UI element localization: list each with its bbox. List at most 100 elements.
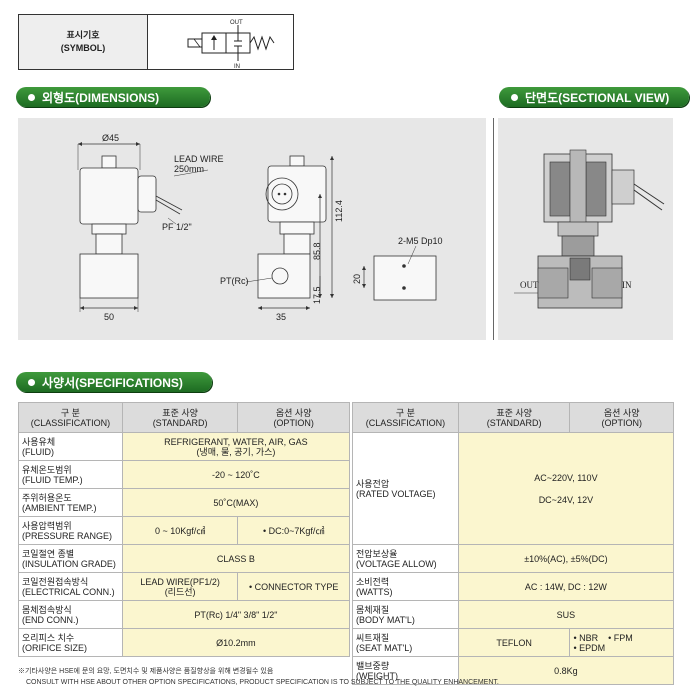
fluid-temp-label-ko: 유체온도범위 xyxy=(22,464,72,475)
footnote-en: CONSULT WITH HSE ABOUT OTHER OPTION SPEC… xyxy=(26,679,499,686)
insulation-label-en: (INSULATION GRADE) xyxy=(22,558,116,569)
orifice-label-ko: 오리피스 치수 xyxy=(22,632,75,643)
voltage-label-en: (RATED VOLTAGE) xyxy=(356,488,436,499)
end-conn-label-ko: 몸체접속방식 xyxy=(22,604,72,615)
sectional-in-label: IN xyxy=(622,280,632,290)
header-opt-ko: 옵션 사양 xyxy=(603,407,640,418)
dim-w35: 35 xyxy=(276,312,287,322)
header-class-ko: 구 분 xyxy=(395,407,415,418)
electrical-label-en: (ELECTRICAL CONN.) xyxy=(22,586,115,597)
voltage-allow-value: ±10%(AC), ±5%(DC) xyxy=(457,544,675,573)
header-std-en: (STANDARD) xyxy=(152,417,208,428)
valve-symbol-diagram: OUT IN xyxy=(187,20,275,69)
dim-h20: 20 xyxy=(352,273,362,284)
dim-pt: PT(Rc) xyxy=(220,276,249,286)
body-mat-label-ko: 몸체재질 xyxy=(356,604,390,615)
header-option: 옵션 사양 (OPTION) xyxy=(237,402,350,433)
ambient-temp-value: 50˚C(MAX) xyxy=(121,488,351,517)
header-opt-ko: 옵션 사양 xyxy=(275,407,312,418)
watts-label-en: (WATTS) xyxy=(356,586,393,597)
orifice-value: Ø10.2mm xyxy=(121,628,351,657)
header-std-ko: 표준 사양 xyxy=(162,407,198,418)
header-std-ko: 표준 사양 xyxy=(496,407,532,418)
header-opt-en: (OPTION) xyxy=(273,417,314,428)
fluid-temp-label-en: (FLUID TEMP.) xyxy=(22,474,83,485)
voltage-label-ko: 사용전압 xyxy=(356,478,390,489)
electrical-option: • CONNECTOR TYPE xyxy=(237,572,350,601)
body-mat-value: SUS xyxy=(457,600,675,629)
orifice-label-en: (ORIFICE SIZE) xyxy=(22,642,87,653)
sectional-drawing xyxy=(514,149,665,309)
pressure-option: • DC:0~7Kgf/㎠ xyxy=(237,516,350,545)
spec-table-left: 구 분 (CLASSIFICATION) 표준 사양 (STANDARD) 옵션… xyxy=(18,402,351,657)
dimensions-title-pill: 외형도(DIMENSIONS) xyxy=(16,87,210,107)
bullet-icon xyxy=(28,93,35,101)
dimensions-panel: Ø45 LEAD WIRE 250mm PF 1/2" 50 PT(Rc) 35… xyxy=(18,118,486,340)
seat-option-nbr: • NBR xyxy=(573,632,599,643)
watts-label-ko: 소비전력 xyxy=(356,576,390,587)
dim-h112: 112.4 xyxy=(334,200,344,222)
electrical-standard: LEAD WIRE(PF1/2) xyxy=(140,576,220,587)
header-class-en: (CLASSIFICATION) xyxy=(365,417,446,428)
header-opt-en: (OPTION) xyxy=(601,417,642,428)
table-row: 전압보상율(VOLTAGE ALLOW) ±10%(AC), ±5%(DC) xyxy=(352,544,675,573)
insulation-label-ko: 코일절연 종별 xyxy=(22,548,75,559)
table-row: 코일전원접속방식(ELECTRICAL CONN.) LEAD WIRE(PF1… xyxy=(18,572,350,601)
table-row: 주위허용온도(AMBIENT TEMP.) 50˚C(MAX) xyxy=(18,488,351,517)
dimensions-drawing xyxy=(77,142,437,312)
table-row: 밸브중량(WEIGHT) 0.8Kg xyxy=(352,656,675,685)
symbol-out-label: OUT xyxy=(230,20,243,26)
fluid-label-en: (FLUID) xyxy=(22,446,54,457)
ambient-temp-label-ko: 주위허용온도 xyxy=(22,492,72,503)
header-std-en: (STANDARD) xyxy=(486,417,542,428)
sectional-panel: OUT IN xyxy=(498,118,673,340)
header-classification: 구 분 (CLASSIFICATION) xyxy=(18,402,123,433)
header-classification: 구 분 (CLASSIFICATION) xyxy=(352,402,459,433)
fluid-temp-value: -20 ~ 120˚C xyxy=(121,460,351,489)
voltage-ac-value: AC~220V, 110V xyxy=(534,472,598,483)
weight-label-ko: 밸브중량 xyxy=(356,660,390,671)
table-row: 유체온도범위(FLUID TEMP.) -20 ~ 120˚C xyxy=(18,460,351,489)
table-row: 소비전력(WATTS) AC : 14W, DC : 12W xyxy=(352,572,675,601)
table-row: 몸체접속방식(END CONN.) PT(Rc) 1/4" 3/8" 1/2" xyxy=(18,600,351,629)
table-row: 사용유체(FLUID) REFRIGERANT, WATER, AIR, GAS… xyxy=(18,432,351,461)
table-row: 몸체재질(BODY MAT'L) SUS xyxy=(352,600,675,629)
fluid-label-ko: 사용유체 xyxy=(22,436,56,447)
header-standard: 표준 사양 (STANDARD) xyxy=(457,402,571,433)
sectional-title-pill: 단면도(SECTIONAL VIEW) xyxy=(499,87,689,107)
dim-m5: 2-M5 Dp10 xyxy=(398,236,443,246)
table-row: 씨트재질(SEAT MAT'L) TEFLON • NBR • FPM • EP… xyxy=(352,628,674,657)
dim-phi45: Ø45 xyxy=(102,133,120,143)
symbol-in-label: IN xyxy=(234,64,240,69)
insulation-value: CLASS B xyxy=(121,544,351,573)
pressure-label-en: (PRESSURE RANGE) xyxy=(22,530,113,541)
seat-option-fpm: • FPM xyxy=(608,632,633,643)
dim-lead-length: 250mm xyxy=(174,164,205,174)
pressure-standard: 0 ~ 10Kgf/㎠ xyxy=(121,516,239,545)
specs-title-pill: 사양서(SPECIFICATIONS) xyxy=(16,372,212,392)
fluid-value: REFRIGERANT, WATER, AIR, GAS xyxy=(164,436,308,447)
header-class-ko: 구 분 xyxy=(60,407,80,418)
dim-h17: 17.5 xyxy=(312,286,322,304)
voltage-dc-value: DC~24V, 12V xyxy=(538,494,594,505)
voltage-allow-label-ko: 전압보상율 xyxy=(356,548,398,559)
symbol-label: 표시기호 (SYMBOL) xyxy=(19,15,148,69)
voltage-allow-label-en: (VOLTAGE ALLOW) xyxy=(356,558,437,569)
seat-mat-label-ko: 씨트재질 xyxy=(356,632,390,643)
header-standard: 표준 사양 (STANDARD) xyxy=(121,402,239,433)
dim-pf: PF 1/2" xyxy=(162,222,192,232)
bullet-icon xyxy=(28,378,35,386)
header-class-en: (CLASSIFICATION) xyxy=(30,417,111,428)
sectional-title: 단면도(SECTIONAL VIEW) xyxy=(525,90,670,105)
symbol-label-ko: 표시기호 xyxy=(66,30,100,40)
table-row: 오리피스 치수(ORIFICE SIZE) Ø10.2mm xyxy=(18,628,351,657)
table-row: 사용압력범위(PRESSURE RANGE) 0 ~ 10Kgf/㎠ • DC:… xyxy=(18,516,350,545)
spec-table-right: 구 분 (CLASSIFICATION) 표준 사양 (STANDARD) 옵션… xyxy=(352,402,675,685)
header-option: 옵션 사양 (OPTION) xyxy=(569,402,674,433)
weight-label-en: (WEIGHT) xyxy=(356,670,398,681)
symbol-label-en: (SYMBOL) xyxy=(60,43,106,53)
seat-option-epdm: • EPDM xyxy=(573,642,606,653)
symbol-box: 표시기호 (SYMBOL) OUT IN xyxy=(18,14,294,70)
electrical-standard-ko: (리드선) xyxy=(164,586,196,597)
ambient-temp-label-en: (AMBIENT TEMP.) xyxy=(22,502,97,513)
